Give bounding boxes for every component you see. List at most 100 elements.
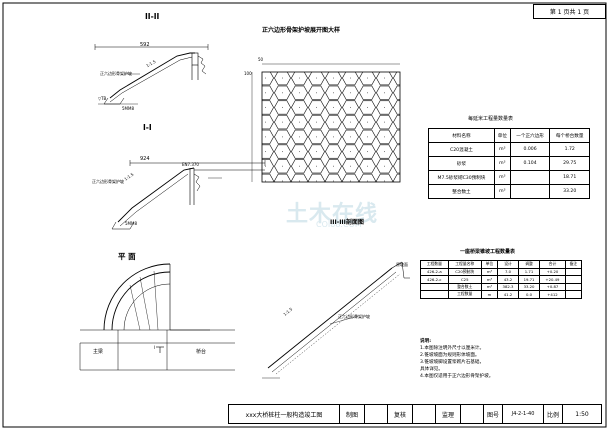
section-3-bottom-label: 正六边形骨架护坡	[338, 314, 370, 319]
section-2-pave: 5MM8	[122, 106, 134, 111]
table-cell: 18.71	[549, 170, 590, 185]
hex-detail-title: 正六边形骨架护坡展开图大样	[262, 27, 341, 34]
material-header-unit: 单位	[493, 128, 511, 143]
table-cell: m³	[480, 282, 498, 291]
table-header-cell: 合计	[539, 260, 566, 269]
table-cell: 整合数土	[428, 184, 495, 199]
table-row: 整合数土 m³ 33.20	[428, 184, 590, 199]
note-line: 1.本图除注明外尺寸以厘米计。	[420, 346, 485, 351]
material-header-per-hex: 一个正六边形	[509, 128, 551, 143]
table-cell: M7.5砂浆砌C30预制块	[428, 170, 495, 185]
table-row: 材料名称 单位 一个正六边形 每个桥台数量	[428, 128, 590, 143]
scale-label: 比例	[544, 405, 563, 423]
page-number: 第 1 页共 1 页	[549, 9, 590, 16]
section-3-title: III-III剖面图	[330, 219, 364, 226]
note-line: 4.本图仅适用于正六边形骨架护坡。	[420, 374, 494, 379]
scale-value: 1:50	[575, 410, 589, 418]
table-cell	[564, 267, 583, 276]
table-header-cell: 设计	[496, 260, 520, 269]
plan-marker: I	[154, 345, 156, 350]
table-cell: C25	[447, 275, 482, 284]
hex-dim-top: 50	[258, 57, 264, 62]
table-cell: m³	[480, 267, 498, 276]
number-label: 图号	[484, 405, 503, 423]
quantity-table-title: 一座桥梁锥坡工程数量表	[460, 249, 516, 255]
section-2-elev: ▽TB	[98, 96, 107, 101]
section-1-pave: 5MM8	[125, 221, 137, 226]
section-1-dim: 924	[140, 156, 150, 162]
table-row: 426-2-a C20预制块 m³ 7.0 1.71 +0.20	[420, 267, 583, 276]
table-cell: 0.006	[509, 142, 551, 157]
section-2-drawing	[94, 44, 209, 105]
watermark-sub: COI88.COM	[316, 220, 362, 229]
table-cell: 33.20	[517, 282, 541, 291]
table-header-cell: 备注	[564, 260, 583, 269]
watermark-logo: 土木在线	[286, 202, 379, 227]
table-cell: 工程数量	[447, 290, 482, 299]
material-table: 材料名称 单位 一个正六边形 每个桥台数量 C20混凝土 m³ 0.006 1.…	[428, 128, 590, 199]
table-cell: 0.104	[509, 156, 551, 171]
table-row: 砂浆 m³ 0.104 29.75	[428, 156, 590, 171]
table-cell: 41.2	[496, 290, 520, 299]
table-cell	[509, 184, 551, 199]
plan-title: 平 面	[118, 252, 136, 261]
table-cell: 382.3	[496, 282, 520, 291]
table-cell	[564, 290, 583, 299]
supervise-value	[461, 405, 484, 423]
hex-dim-left: 100	[244, 71, 252, 76]
notes-block: 说明: 1.本图除注明外尺寸以厘米计。 2.锥坡坡面为规则形体坡面。 3.锥坡坡…	[420, 338, 493, 380]
table-cell	[420, 290, 449, 299]
note-line: 具体详见。	[420, 367, 443, 372]
table-cell: 7.0	[496, 267, 520, 276]
table-header-cell: 调整	[517, 260, 541, 269]
table-cell: 19.71	[517, 275, 541, 284]
table-cell: +0.20	[539, 267, 566, 276]
table-cell	[420, 282, 449, 291]
number-value: J4-2-1-40	[503, 405, 544, 423]
section-1-title: I-I	[143, 123, 152, 132]
section-1-rail-label: 正六边形骨架护坡	[92, 179, 124, 184]
table-cell: +0.87	[539, 282, 566, 291]
note-line: 3.锥坡坡脚设置浆砌片石基础，	[420, 360, 485, 365]
table-header-cell: 工程数量	[420, 260, 449, 269]
table-cell: 29.75	[549, 156, 590, 171]
table-row: C20混凝土 m³ 0.006 1.72	[428, 142, 590, 157]
drawing-name: xxx大桥桩柱一般构造竣工图	[229, 405, 340, 423]
section-2-title: II-II	[145, 12, 160, 21]
table-cell: C20混凝土	[428, 142, 495, 157]
table-cell: C20预制块	[447, 267, 482, 276]
table-cell: 426-2-a	[420, 267, 449, 276]
table-cell: m³	[493, 184, 511, 199]
table-cell: m	[480, 290, 498, 299]
table-row: 整合数土 m³ 382.3 33.20 +0.87	[420, 282, 583, 291]
quantity-table: 工程数量 工程量名称 单位 设计 调整 合计 备注 426-2-a C20预制块…	[420, 260, 583, 299]
material-header-per-abut: 每个桥台数量	[549, 128, 590, 143]
table-cell	[564, 282, 583, 291]
section-3-drawing	[262, 261, 410, 379]
table-cell: 整合数土	[447, 282, 482, 291]
table-cell: +20.49	[539, 275, 566, 284]
plan-left-label: 主梁	[93, 349, 104, 355]
table-cell: 砂浆	[428, 156, 495, 171]
material-table-title: 每延米工程量数量表	[468, 116, 514, 122]
material-header-name: 材料名称	[428, 128, 495, 143]
table-cell: 33.20	[549, 184, 590, 199]
review-label: 复核	[388, 405, 413, 423]
plan-right-label: 桥台	[196, 349, 207, 355]
section-2-rail-label: 正六边形骨架护坡	[100, 71, 132, 76]
table-cell: 0.0	[517, 290, 541, 299]
notes-title: 说明:	[420, 339, 432, 344]
section-1-elev: EN7.370	[182, 162, 199, 167]
table-cell: +412	[539, 290, 566, 299]
table-cell: m³	[493, 142, 511, 157]
hex-detail-drawing	[251, 63, 401, 183]
supervise-label: 监理	[436, 405, 461, 423]
table-cell: 1.72	[549, 142, 590, 157]
table-cell: m³	[493, 170, 511, 185]
table-cell	[509, 170, 551, 185]
section-2-dim: 592	[140, 42, 150, 48]
table-cell: 426-2-c	[420, 275, 449, 284]
table-cell: 1.71	[517, 267, 541, 276]
